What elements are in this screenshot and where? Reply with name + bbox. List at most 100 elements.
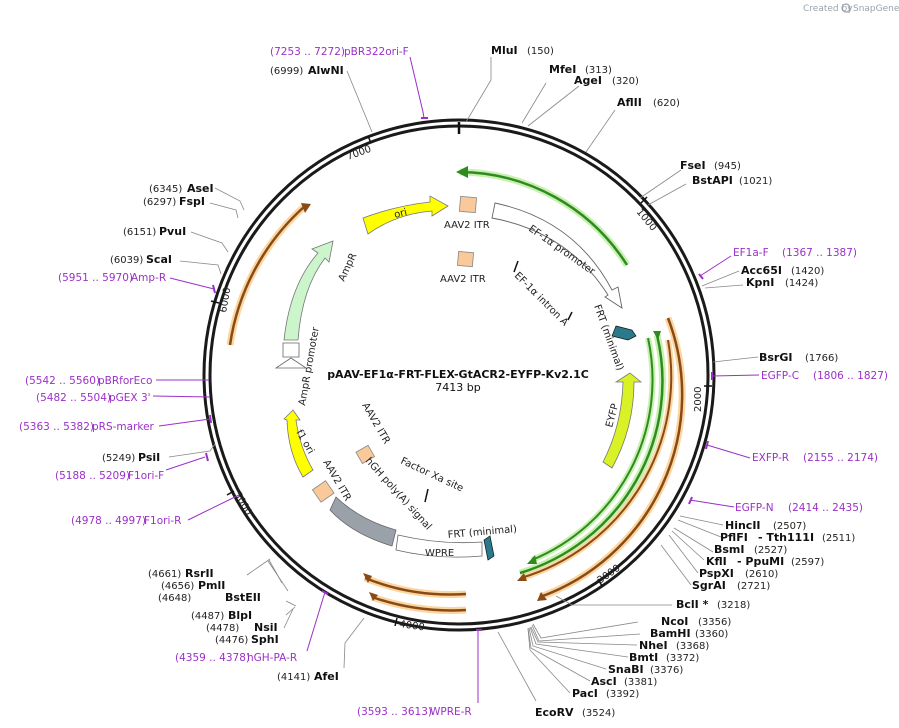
ampr-promoter-arrow bbox=[274, 357, 308, 369]
orf-lower-brown-arc-1 bbox=[364, 576, 467, 596]
site-pos: (3381) bbox=[624, 677, 657, 688]
primer-range: (2414 .. 2435) bbox=[788, 502, 863, 514]
tick-4000: 4000 bbox=[399, 619, 426, 633]
aav2-itr-top-box bbox=[458, 195, 478, 214]
site-name: HincII bbox=[725, 519, 761, 532]
site-pos: (4661) bbox=[148, 569, 181, 580]
site-name: RsrII bbox=[185, 567, 214, 580]
site-pos: (1021) bbox=[739, 176, 772, 187]
site-name: SnaBI bbox=[608, 663, 644, 676]
site-pos: (4476) bbox=[215, 635, 248, 646]
site-name: SgrAI bbox=[692, 579, 726, 592]
site-name: BsmI bbox=[714, 543, 745, 556]
primers: (7253 .. 7272) pBR322ori-F EF1a-F (1367 … bbox=[19, 46, 888, 718]
primer-name: pGEX 3' bbox=[109, 392, 151, 404]
primer-range: (5188 .. 5209) bbox=[55, 470, 130, 482]
site-name: PvuI bbox=[159, 225, 186, 238]
site-pos: (150) bbox=[527, 46, 554, 57]
orf-lower-brown-arc-2 bbox=[371, 595, 467, 612]
tick-7000: 7000 bbox=[345, 144, 373, 163]
primer-range: (4978 .. 4997) bbox=[71, 515, 146, 527]
site-name: PmlI bbox=[198, 579, 225, 592]
site-name: FseI bbox=[680, 159, 706, 172]
site-name: KpnI bbox=[746, 276, 774, 289]
site-name: BmtI bbox=[629, 651, 658, 664]
site-name: BsrGI bbox=[759, 351, 792, 364]
site-pos: (2511) bbox=[822, 533, 855, 544]
site-name: PspXI bbox=[699, 567, 734, 580]
site-name: FspI bbox=[179, 195, 205, 208]
aav2-itr-4-box bbox=[311, 480, 335, 503]
frt-2-marker bbox=[483, 535, 495, 561]
credit-text: Created by bbox=[803, 4, 853, 14]
snapgene-credit: Created by SnapGene bbox=[803, 3, 899, 14]
site-pos: (6151) bbox=[123, 227, 156, 238]
site-name: BclI * bbox=[676, 598, 709, 611]
site-pos: (2507) bbox=[773, 521, 806, 532]
credit-brand: SnapGene bbox=[853, 4, 899, 14]
site-pos: (3360) bbox=[695, 629, 728, 640]
frt-1-marker bbox=[611, 325, 637, 341]
primer-name: EF1a-F bbox=[733, 247, 769, 259]
site-pos: (3392) bbox=[606, 689, 639, 700]
wpre-label: WPRE bbox=[425, 548, 454, 559]
site-name: - PpuMI bbox=[737, 555, 784, 568]
site-pos: (4487) bbox=[191, 611, 224, 622]
primer-name: WPRE-R bbox=[430, 706, 472, 718]
primer-name: EXFP-R bbox=[752, 452, 789, 464]
ef1a-intron-label: EF-1α intron A bbox=[512, 270, 570, 328]
site-name: MfeI bbox=[549, 63, 576, 76]
orf-ampr-arc bbox=[228, 205, 306, 346]
primer-range: (4359 .. 4378) bbox=[175, 652, 250, 664]
orf-long-green-arc-1 bbox=[519, 334, 664, 575]
site-pos: (6999) bbox=[270, 66, 303, 77]
primer-name: pRS-marker bbox=[92, 421, 155, 433]
primer-range: (3593 .. 3613) bbox=[357, 706, 432, 718]
site-pos: (3376) bbox=[650, 665, 683, 676]
ef1a-promoter-arrow bbox=[491, 202, 623, 309]
site-pos: (1424) bbox=[785, 278, 818, 289]
primer-range: (5951 .. 5970) bbox=[58, 272, 133, 284]
site-name: SphI bbox=[251, 633, 279, 646]
f1-ori-arrow bbox=[283, 409, 314, 478]
orf-long-brown-arc-2 bbox=[520, 339, 673, 579]
site-name: PflFI bbox=[720, 531, 748, 544]
site-pos: (2721) bbox=[737, 581, 770, 592]
aav2-itr-top-label: AAV2 ITR bbox=[444, 220, 490, 231]
site-pos: (6345) bbox=[149, 184, 182, 195]
restriction-sites: MluI (150) MfeI (313) AgeI (320) AflII (… bbox=[102, 44, 855, 719]
site-pos: (1766) bbox=[805, 353, 838, 364]
primer-range: (2155 .. 2174) bbox=[803, 452, 878, 464]
site-name: Acc65I bbox=[741, 264, 782, 277]
site-leaders bbox=[168, 57, 759, 702]
plasmid-name: pAAV-EF1α-FRT-FLEX-GtACR2-EYFP-Kv2.1C bbox=[327, 368, 589, 381]
primer-range: (5542 .. 5560) bbox=[25, 375, 100, 387]
primer-name: pBRforEco bbox=[98, 375, 152, 387]
site-pos: (3524) bbox=[582, 708, 615, 719]
primer-range: (5363 .. 5382) bbox=[19, 421, 94, 433]
site-name: AscI bbox=[591, 675, 617, 688]
ampr-label: AmpR bbox=[337, 251, 360, 283]
orf-long-green-arc-2 bbox=[531, 337, 654, 561]
site-pos: (945) bbox=[714, 161, 741, 172]
site-pos: (5249) bbox=[102, 453, 135, 464]
primer-name: F1ori-R bbox=[144, 515, 181, 527]
orf-ef1a-arc bbox=[459, 170, 629, 266]
site-name: ScaI bbox=[146, 253, 172, 266]
orf-arcs bbox=[226, 166, 686, 614]
site-name: AseI bbox=[187, 182, 214, 195]
site-name: PacI bbox=[572, 687, 598, 700]
site-name: BlpI bbox=[228, 609, 252, 622]
primer-range: (1806 .. 1827) bbox=[813, 370, 888, 382]
plasmid-size: 7413 bp bbox=[435, 381, 480, 394]
primer-name: Amp-R bbox=[131, 272, 166, 284]
site-pos: (6297) bbox=[143, 197, 176, 208]
tick-6000: 6000 bbox=[218, 287, 233, 314]
primer-range: (5482 .. 5504) bbox=[36, 392, 111, 404]
site-pos: (3372) bbox=[666, 653, 699, 664]
site-name: NcoI bbox=[661, 615, 688, 628]
primer-range: (1367 .. 1387) bbox=[782, 247, 857, 259]
primer-name: EGFP-N bbox=[735, 502, 774, 514]
aav2-itr-2-label: AAV2 ITR bbox=[440, 274, 486, 285]
